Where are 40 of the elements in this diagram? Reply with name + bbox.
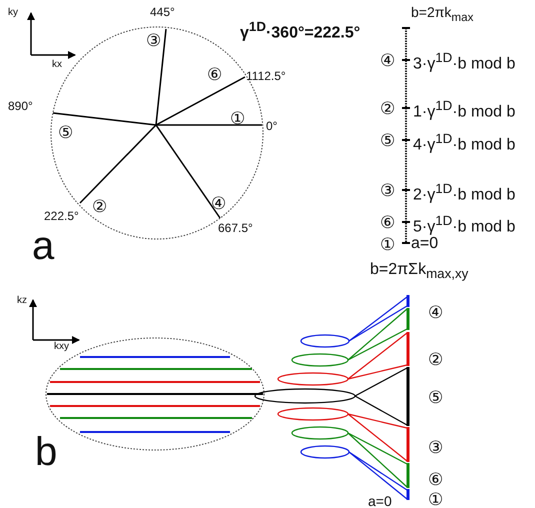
order-number: ④	[380, 52, 395, 69]
order-number: ③	[380, 182, 395, 199]
axis-label: kx	[52, 60, 62, 70]
position-label: 1·γ$^{1D}$·b mod b	[413, 99, 516, 120]
order-number: ⑤	[58, 124, 73, 141]
order-number: ②	[380, 100, 395, 117]
axis-label: ky	[8, 8, 18, 18]
order-number: ④	[211, 195, 226, 212]
order-number: ④	[428, 304, 443, 321]
order-number: ③	[428, 439, 443, 456]
angle-label: 1112.5°	[246, 70, 286, 82]
axis-label: kxy	[54, 342, 69, 352]
position-label: 4·γ$^{1D}$·b mod b	[413, 132, 516, 154]
order-number: ③	[146, 32, 161, 49]
panel-letter: b	[35, 432, 58, 472]
panel-letter: a	[32, 226, 54, 266]
order-number: ①	[428, 491, 443, 508]
axis-end-label: b=2πk$_{max}$	[411, 5, 474, 24]
axis-end-label: a=0	[411, 236, 438, 252]
angle-label: 890°	[8, 100, 33, 112]
order-number: ②	[428, 351, 443, 368]
order-number: ⑥	[207, 66, 222, 83]
order-number: ⑤	[380, 132, 395, 149]
angle-label: 0°	[266, 120, 278, 132]
position-label: 2·γ$^{1D}$·b mod b	[413, 182, 516, 204]
angle-label: 445°	[150, 6, 175, 18]
order-number: ②	[92, 198, 107, 215]
order-number: ⑤	[428, 389, 443, 406]
order-number: ⑥	[428, 471, 443, 488]
position-label: 3·γ$^{1D}$·b mod b	[413, 51, 516, 72]
axis-label: kz	[17, 296, 27, 306]
angle-label: 667.5°	[218, 222, 253, 234]
axis-end-label: b=2πΣk$_{max,xy}$	[370, 262, 468, 281]
formula-title: γ$^{1D}$·360°=222.5°	[240, 20, 360, 42]
position-label: 5·γ$^{1D}$·b mod b	[413, 214, 516, 236]
angle-label: 222.5°	[44, 210, 79, 222]
axis-end-label: a=0	[368, 494, 392, 508]
order-number: ①	[230, 110, 245, 127]
order-number: ⑥	[380, 214, 395, 231]
order-number: ①	[380, 236, 395, 253]
